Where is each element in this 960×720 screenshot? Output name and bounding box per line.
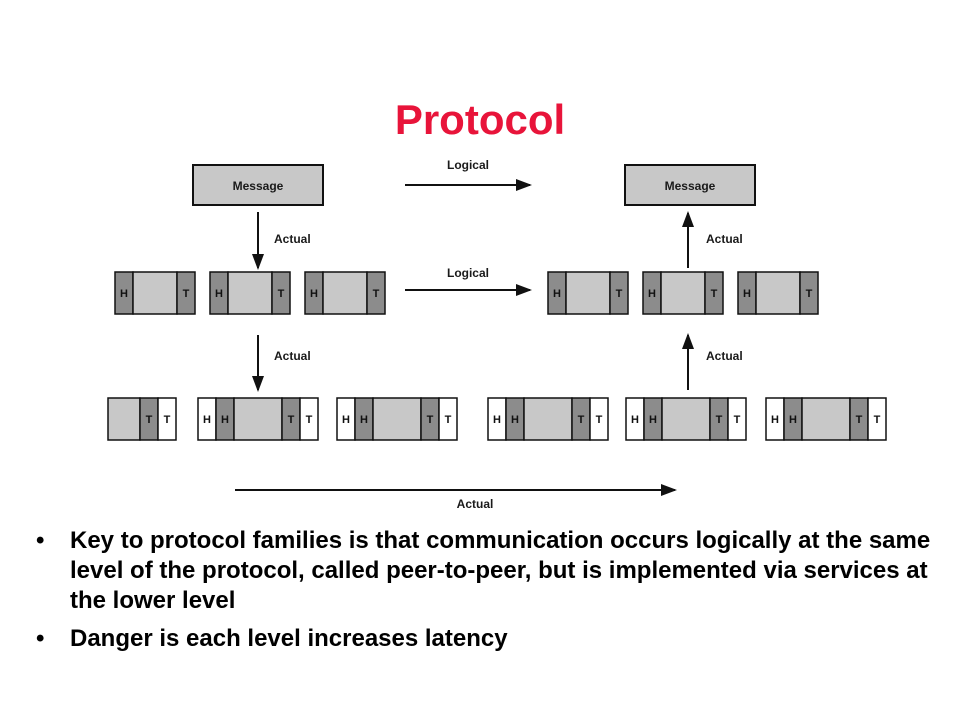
header-cell-label: H [215, 288, 223, 300]
bullet-text: Danger is each level increases latency [70, 625, 508, 652]
trailer-cell-label: T [874, 414, 881, 426]
bullet-text: Key to protocol families is that communi… [70, 527, 931, 614]
actual-label-right-upper: Actual [706, 232, 743, 246]
header-cell-label: H [648, 288, 656, 300]
message-box-right [624, 164, 756, 206]
slide-title: Protocol [394, 96, 566, 143]
trailer-cell-label: T [306, 414, 313, 426]
actual-label-left-upper: Actual [274, 232, 311, 246]
trailer-cell-label: T [427, 414, 434, 426]
trailer-cell-label: T [856, 414, 863, 426]
trailer-cell [299, 397, 319, 441]
trailer-cell [157, 397, 177, 441]
trailer-cell-label: T [734, 414, 741, 426]
trailer-cell-label: T [278, 288, 285, 300]
trailer-cell-label: T [164, 414, 171, 426]
message-box-left [192, 164, 324, 206]
bullet-dot: • [36, 527, 45, 554]
payload-cell [661, 397, 711, 441]
bullet-item: • Key to protocol families is that commu… [36, 526, 936, 616]
payload-cell [372, 397, 422, 441]
bullet-dot: • [36, 625, 45, 652]
trailer-cell [589, 397, 609, 441]
header-cell-label: H [743, 288, 751, 300]
actual-label-bottom: Actual [457, 497, 494, 511]
trailer-cell [609, 271, 629, 315]
trailer-cell [366, 271, 386, 315]
message-label-right: Message [665, 179, 716, 193]
trailer-cell-label: T [596, 414, 603, 426]
payload-cell [801, 397, 851, 441]
bullet-list: • Key to protocol families is that commu… [36, 526, 936, 662]
trailer-cell [799, 271, 819, 315]
trailer-cell-label: T [146, 414, 153, 426]
payload-cell [132, 271, 178, 315]
payload-cell [322, 271, 368, 315]
trailer-cell [727, 397, 747, 441]
payload-cell [233, 397, 283, 441]
header-cell-label: H [360, 414, 368, 426]
message-label-left: Message [233, 179, 284, 193]
actual-label-right-lower: Actual [706, 349, 743, 363]
trailer-cell-label: T [288, 414, 295, 426]
payload-cell [227, 271, 273, 315]
header-cell-label: H [771, 414, 779, 426]
header-cell-label: H [631, 414, 639, 426]
header-cell-label: H [511, 414, 519, 426]
trailer-cell-label: T [711, 288, 718, 300]
bullet-item: • Danger is each level increases latency [36, 624, 936, 654]
trailer-cell-label: T [616, 288, 623, 300]
header-cell-label: H [493, 414, 501, 426]
header-cell-label: H [789, 414, 797, 426]
trailer-cell [704, 271, 724, 315]
header-cell-label: H [221, 414, 229, 426]
trailer-cell [176, 271, 196, 315]
header-cell-label: H [310, 288, 318, 300]
header-cell-label: H [120, 288, 128, 300]
trailer-cell [867, 397, 887, 441]
header-cell-label: H [649, 414, 657, 426]
trailer-cell-label: T [806, 288, 813, 300]
payload-cell [107, 397, 141, 441]
actual-label-left-lower: Actual [274, 349, 311, 363]
trailer-cell-label: T [373, 288, 380, 300]
header-cell-label: H [203, 414, 211, 426]
trailer-cell-label: T [716, 414, 723, 426]
trailer-cell-label: T [578, 414, 585, 426]
payload-cell [565, 271, 611, 315]
payload-cell [755, 271, 801, 315]
payload-cell [523, 397, 573, 441]
trailer-cell-label: T [445, 414, 452, 426]
trailer-cell [438, 397, 458, 441]
header-cell-label: H [553, 288, 561, 300]
payload-cell [660, 271, 706, 315]
trailer-cell-label: T [183, 288, 190, 300]
trailer-cell [271, 271, 291, 315]
logical-label-middle: Logical [447, 266, 489, 280]
header-cell-label: H [342, 414, 350, 426]
logical-label-top: Logical [447, 158, 489, 172]
